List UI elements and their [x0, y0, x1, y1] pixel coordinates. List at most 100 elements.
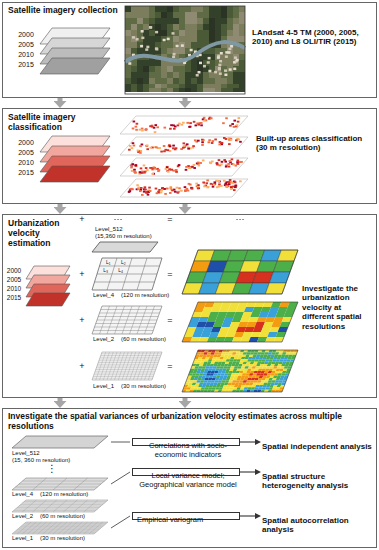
- image-pixel: [197, 60, 203, 66]
- year-label: 2005: [7, 277, 21, 284]
- classified-layer: [26, 293, 70, 306]
- built-up-patch: [129, 190, 132, 192]
- built-up-patch: [154, 124, 157, 126]
- built-up-patch: [141, 130, 144, 132]
- urban-patch: [149, 26, 152, 29]
- image-pixel: [203, 18, 209, 24]
- built-up-patch: [200, 124, 203, 126]
- urban-patch: [167, 38, 170, 41]
- image-pixel: [239, 12, 245, 18]
- built-up-patch: [144, 129, 147, 131]
- urban-patch: [218, 68, 221, 71]
- image-pixel: [167, 88, 173, 92]
- image-pixel: [173, 72, 179, 78]
- built-up-patch: [197, 124, 200, 126]
- built-up-patch: [239, 141, 242, 143]
- image-pixel: [227, 78, 233, 84]
- operator: =: [167, 270, 172, 279]
- image-pixel: [197, 30, 203, 36]
- image-pixel: [221, 12, 227, 18]
- grid-line: [93, 378, 153, 379]
- urban-patch: [217, 56, 220, 59]
- built-up-patch: [220, 163, 223, 165]
- process-box: Local variance model; Geographical varia…: [132, 468, 240, 476]
- image-pixel: [185, 36, 191, 42]
- built-up-patch: [202, 182, 205, 184]
- grid-line: [133, 352, 143, 380]
- built-up-patch: [224, 183, 227, 185]
- image-pixel: [167, 72, 173, 78]
- image-pixel: [179, 66, 185, 72]
- image-pixel: [191, 36, 197, 42]
- image-pixel: [203, 78, 209, 84]
- urban-patch: [224, 69, 227, 72]
- grid-line: [16, 530, 98, 531]
- operator: =: [167, 362, 172, 371]
- built-up-patch: [173, 128, 176, 130]
- built-up-patch: [218, 159, 221, 161]
- year-label: 2005: [18, 149, 34, 156]
- arrow: [240, 441, 255, 442]
- image-pixel: [161, 12, 167, 18]
- built-up-patch: [166, 188, 169, 190]
- image-pixel: [149, 36, 155, 42]
- image-pixel: [143, 72, 149, 78]
- built-up-patch: [237, 163, 240, 165]
- image-pixel: [221, 88, 227, 92]
- image-pixel: [173, 36, 179, 42]
- built-up-patch: [176, 187, 179, 189]
- grid-line: [96, 367, 156, 368]
- year-label: 2000: [7, 268, 21, 275]
- built-up-patch: [188, 126, 191, 128]
- built-up-patch: [227, 163, 230, 165]
- image-pixel: [221, 18, 227, 24]
- image-pixel: [131, 72, 137, 78]
- urban-patch: [228, 51, 231, 54]
- image-pixel: [131, 30, 137, 36]
- urban-patch: [218, 67, 221, 70]
- image-pixel: [233, 30, 239, 36]
- image-pixel: [179, 88, 185, 92]
- image-frame: [125, 6, 245, 94]
- image-pixel: [125, 30, 131, 36]
- image-pixel: [191, 78, 197, 84]
- built-up-patch: [163, 145, 166, 147]
- image-pixel: [161, 42, 167, 48]
- image-pixel: [143, 6, 149, 12]
- image-pixel: [173, 78, 179, 84]
- image-pixel: [155, 78, 161, 84]
- urban-patch: [208, 70, 211, 73]
- image-pixel: [137, 48, 143, 54]
- image-pixel: [179, 30, 185, 36]
- built-up-patch: [236, 163, 239, 165]
- grid-line: [14, 510, 96, 511]
- built-up-patch: [177, 191, 180, 193]
- process-box: Empirical variogram: [132, 512, 240, 520]
- built-up-patch: [167, 149, 170, 151]
- image-pixel: [227, 66, 233, 72]
- built-up-patch: [131, 147, 134, 149]
- built-up-patch: [228, 166, 231, 168]
- grid-line: [16, 509, 98, 510]
- built-up-patch: [136, 123, 139, 125]
- image-pixel: [143, 78, 149, 84]
- section-title: Urbanization velocity estimation: [8, 218, 76, 248]
- built-up-patch: [161, 188, 164, 190]
- image-pixel: [179, 18, 185, 24]
- image-pixel: [179, 78, 185, 84]
- image-pixel: [185, 88, 191, 92]
- grid-line: [96, 369, 156, 370]
- urban-patch: [190, 49, 193, 52]
- image-pixel: [203, 24, 209, 30]
- image-pixel: [179, 6, 185, 12]
- image-pixel: [155, 12, 161, 18]
- image-pixel: [125, 48, 131, 54]
- built-up-patch: [132, 142, 135, 144]
- image-pixel: [155, 66, 161, 72]
- image-pixel: [149, 66, 155, 72]
- built-up-patch: [210, 183, 213, 185]
- image-pixel: [209, 60, 215, 66]
- image-pixel: [173, 88, 179, 92]
- block-arrow: [183, 204, 188, 207]
- grid-line: [96, 323, 156, 324]
